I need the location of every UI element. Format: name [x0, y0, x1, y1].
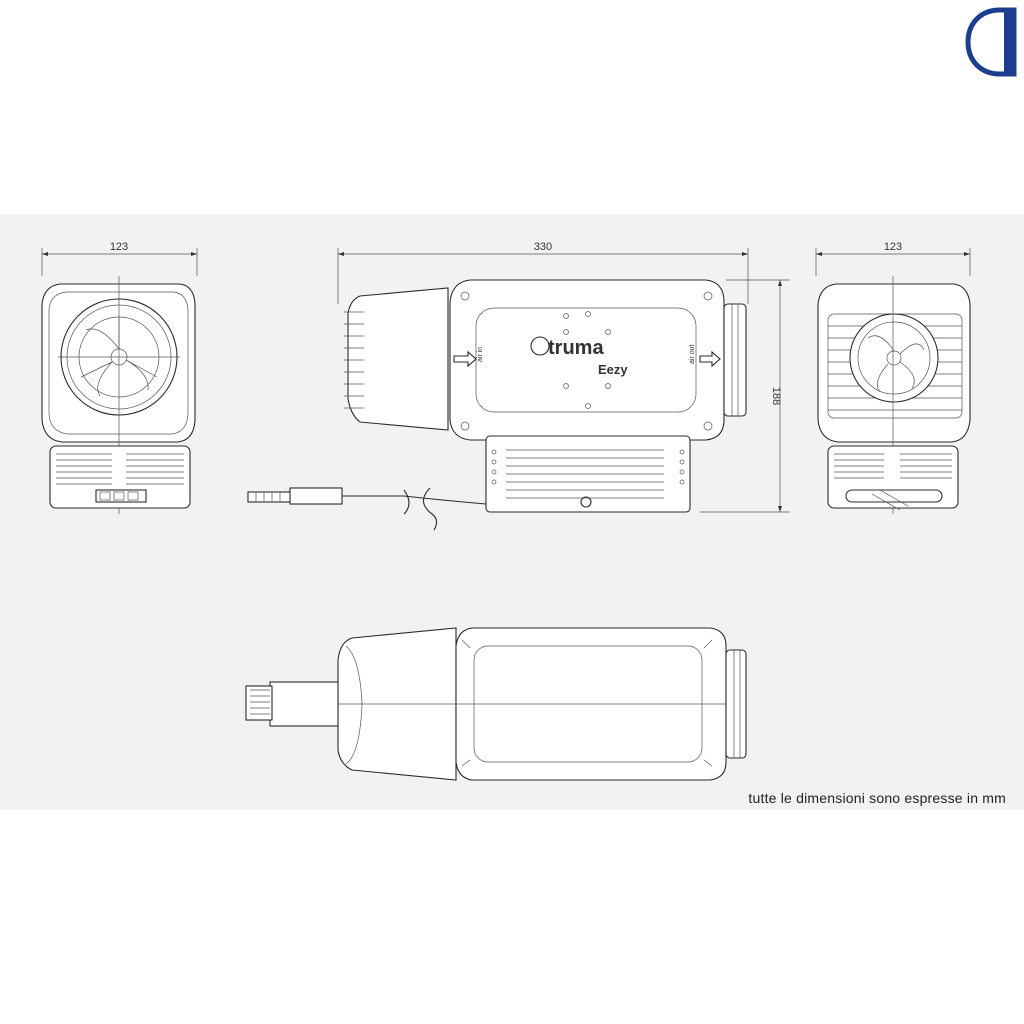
- side-view: 330 188 truma Eezy: [247, 241, 790, 531]
- top-view: [245, 627, 747, 781]
- brand-name-label: truma: [548, 337, 604, 359]
- units-footnote: tutte le dimensioni sono espresse in mm: [748, 790, 1006, 806]
- front-view: 123: [41, 241, 198, 514]
- brand-logo-icon: [965, 7, 1017, 77]
- side-length-label: 330: [534, 241, 552, 253]
- rear-width-label: 123: [884, 241, 902, 253]
- air-in-label: air in: [477, 347, 484, 362]
- front-width-label: 123: [110, 241, 128, 253]
- rear-view: 123: [815, 241, 971, 514]
- side-height-label: 188: [770, 387, 782, 405]
- technical-drawing: 123 330: [41, 241, 971, 781]
- model-label: Eezy: [598, 362, 628, 377]
- air-out-label: air out: [689, 344, 696, 364]
